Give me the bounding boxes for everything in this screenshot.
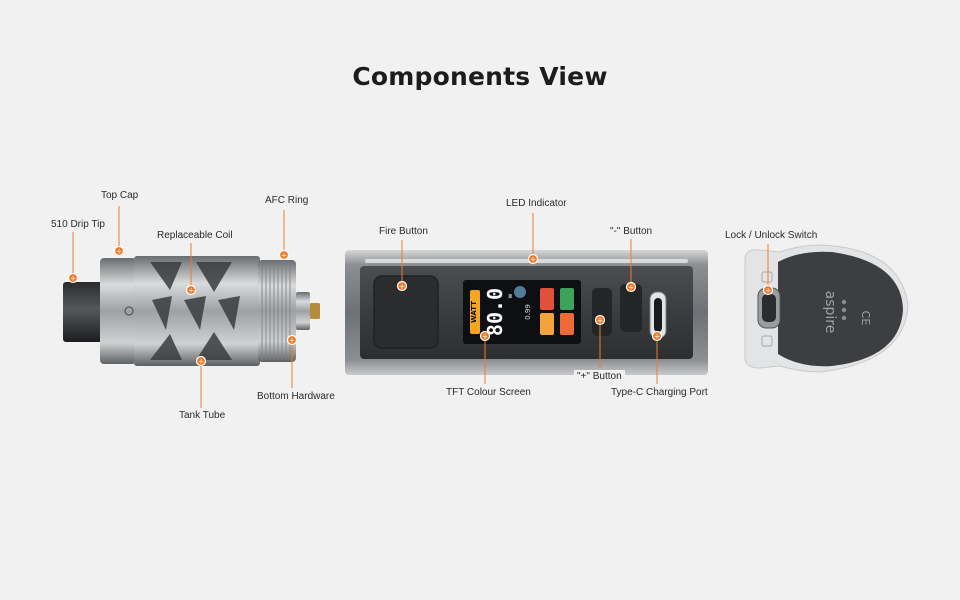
lock-switch-knob[interactable] bbox=[762, 294, 776, 322]
callout-dot-plus[interactable] bbox=[594, 314, 606, 326]
label-led-indicator: LED Indicator bbox=[503, 197, 570, 211]
callout-dot-screen[interactable] bbox=[479, 330, 491, 342]
type-c-port-inner bbox=[654, 298, 662, 332]
lock-icon bbox=[761, 271, 773, 283]
tank-cage-cutouts bbox=[150, 262, 240, 360]
page-title: Components View bbox=[352, 62, 608, 91]
mod-body bbox=[345, 250, 708, 375]
callout-dots bbox=[67, 245, 774, 367]
tank-atomizer bbox=[63, 256, 320, 366]
label-fire-button: Fire Button bbox=[376, 225, 431, 239]
svg-text:+: + bbox=[597, 317, 603, 325]
ce-mark: CE bbox=[859, 311, 872, 326]
screen-dragon-icon bbox=[514, 286, 526, 298]
svg-text:+: + bbox=[281, 252, 287, 260]
screen-mode-tag bbox=[470, 290, 480, 334]
vent-hole bbox=[841, 307, 847, 313]
svg-text:+: + bbox=[765, 287, 771, 295]
minus-button[interactable] bbox=[620, 284, 642, 332]
afc-knurling bbox=[261, 262, 291, 360]
callout-dot-led[interactable] bbox=[527, 253, 539, 265]
svg-text:+: + bbox=[116, 248, 122, 256]
callout-dot-tank-tube[interactable] bbox=[195, 355, 207, 367]
screen-mode-text: WATT bbox=[470, 301, 478, 323]
callout-plus-glyphs: + + + + + + + + + + + + + bbox=[70, 248, 771, 366]
svg-text:+: + bbox=[530, 256, 536, 264]
label-drip-tip: 510 Drip Tip bbox=[48, 218, 108, 232]
label-replaceable-coil: Replaceable Coil bbox=[154, 229, 236, 243]
drip-tip bbox=[63, 282, 103, 342]
afc-ring bbox=[258, 260, 296, 362]
unlock-icon bbox=[761, 335, 773, 347]
led-strip bbox=[365, 259, 688, 263]
screen-puff-badge bbox=[540, 288, 554, 310]
callout-dot-fire[interactable] bbox=[396, 280, 408, 292]
top-cap-screw-icon bbox=[124, 306, 134, 316]
bottom-plate bbox=[778, 251, 903, 367]
svg-text:+: + bbox=[289, 337, 295, 345]
callout-dot-drip-tip[interactable] bbox=[67, 272, 79, 284]
screen-unit: w bbox=[507, 293, 514, 298]
screen-time-badge bbox=[540, 313, 554, 335]
callout-dot-lock[interactable] bbox=[762, 284, 774, 296]
svg-text:+: + bbox=[70, 275, 76, 283]
label-minus-button: "-" Button bbox=[607, 225, 656, 239]
logo-text: aspire bbox=[822, 291, 838, 334]
callout-dot-minus[interactable] bbox=[625, 281, 637, 293]
mod-bottom-view bbox=[744, 244, 909, 373]
label-tft-screen: TFT Colour Screen bbox=[443, 386, 534, 400]
callout-lines bbox=[72, 206, 769, 408]
screen-usage-badge bbox=[560, 313, 574, 335]
callout-dot-top-cap[interactable] bbox=[113, 245, 125, 257]
bottom-hardware bbox=[296, 292, 310, 330]
fire-button[interactable] bbox=[373, 275, 439, 349]
svg-text:+: + bbox=[399, 283, 405, 291]
screen-resistance: 0.99 bbox=[524, 304, 532, 320]
callout-dot-bottom-hardware[interactable] bbox=[286, 334, 298, 346]
svg-text:+: + bbox=[654, 333, 660, 341]
label-tank-tube: Tank Tube bbox=[176, 409, 229, 423]
vent-hole bbox=[841, 315, 847, 321]
svg-text:+: + bbox=[482, 333, 488, 341]
510-pin bbox=[310, 303, 320, 319]
top-cap bbox=[100, 258, 136, 364]
callout-dot-afc-ring[interactable] bbox=[278, 249, 290, 261]
plus-button[interactable] bbox=[592, 288, 612, 336]
svg-text:+: + bbox=[198, 358, 204, 366]
callout-dot-type-c[interactable] bbox=[651, 330, 663, 342]
svg-text:+: + bbox=[628, 284, 634, 292]
label-plus-button: "+" Button bbox=[574, 370, 625, 384]
label-lock-switch: Lock / Unlock Switch bbox=[722, 229, 821, 243]
screen-battery-badge bbox=[560, 288, 574, 310]
svg-text:+: + bbox=[188, 287, 194, 295]
label-type-c-port: Type-C Charging Port bbox=[608, 386, 711, 400]
label-top-cap: Top Cap bbox=[98, 189, 142, 203]
label-bottom-hardware: Bottom Hardware bbox=[254, 390, 338, 404]
label-afc-ring: AFC Ring bbox=[262, 194, 312, 208]
vent-hole bbox=[841, 299, 847, 305]
screen-wattage: 80.0 bbox=[483, 288, 507, 336]
callout-dot-coil[interactable] bbox=[185, 284, 197, 296]
